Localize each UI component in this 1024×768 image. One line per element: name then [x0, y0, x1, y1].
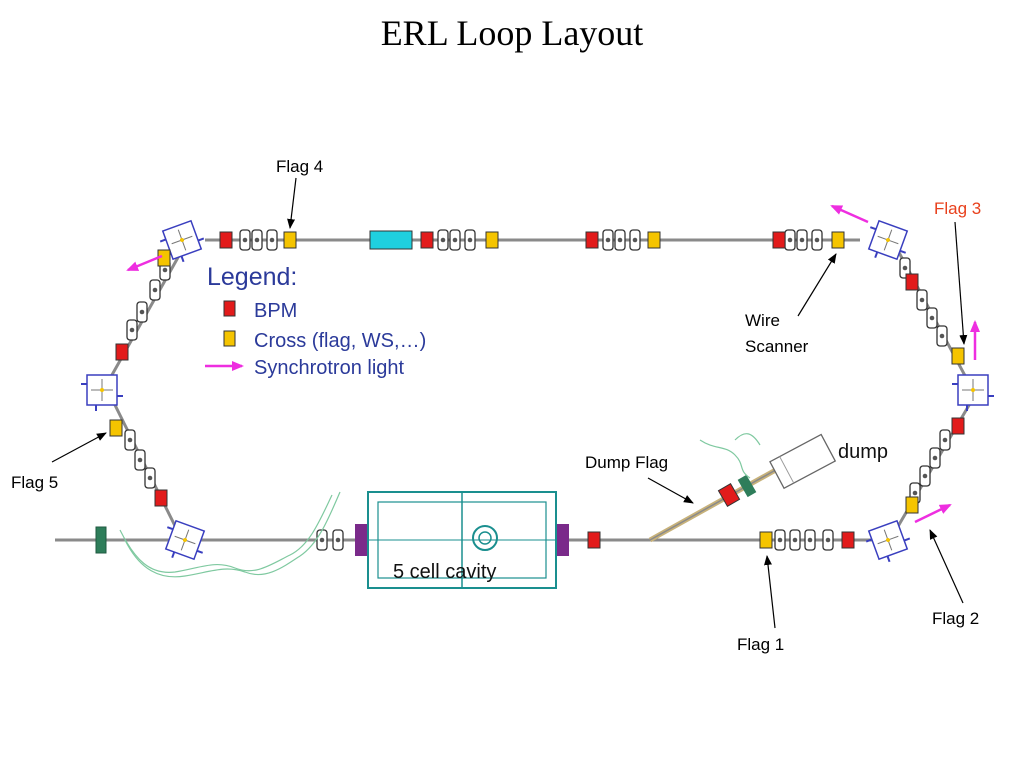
wire-scanner-cross — [831, 231, 845, 249]
flag3-label: Flag 3 — [934, 199, 981, 218]
flag1-cross — [759, 531, 773, 549]
legend-cross-label: Cross (flag, WS,…) — [254, 330, 426, 352]
annotations: Flag 4 Flag 3 Wire Scanner Flag 5 Dump F… — [11, 157, 981, 654]
flag1-label: Flag 1 — [737, 635, 784, 654]
synchrotron-light-arrows — [126, 204, 980, 524]
slide-title: ERL Loop Layout — [380, 13, 644, 53]
flag4-cross — [283, 231, 297, 249]
flag2-label: Flag 2 — [932, 609, 979, 628]
cavity: 5 cell cavity — [355, 491, 569, 589]
bend-left — [80, 374, 124, 412]
dump-flag-label: Dump Flag — [585, 453, 668, 472]
wire-scanner-label-line1: Wire — [745, 311, 780, 330]
dump-block — [769, 433, 837, 490]
flag2-cross — [905, 496, 919, 514]
bend-bottom-left — [157, 517, 211, 568]
dump-flag-marker — [717, 483, 741, 507]
legend: Legend: BPM Cross (flag, WS,…) Synchrotr… — [205, 263, 426, 379]
cross-markers — [109, 231, 965, 549]
legend-bpm-swatch — [223, 300, 236, 317]
flag3-cross — [951, 347, 965, 365]
flag4-label: Flag 4 — [276, 157, 323, 176]
injection-element — [95, 526, 107, 554]
legend-bpm-label: BPM — [254, 300, 297, 322]
flag5-cross — [109, 419, 123, 437]
wire-scanner-label-line2: Scanner — [745, 337, 809, 356]
legend-cross-swatch — [223, 330, 236, 347]
flag5-label: Flag 5 — [11, 473, 58, 492]
radiation-waves — [119, 433, 761, 578]
dump-label: dump — [838, 441, 888, 463]
dump-branch: dump — [648, 433, 888, 543]
legend-title: Legend: — [207, 263, 297, 291]
cavity-label: 5 cell cavity — [393, 561, 496, 583]
legend-synchrotron-label: Synchrotron light — [254, 357, 405, 379]
bpm-markers — [115, 231, 965, 549]
bend-bottom-right — [862, 517, 916, 568]
bend-right — [951, 374, 995, 412]
cyan-element — [369, 230, 413, 250]
